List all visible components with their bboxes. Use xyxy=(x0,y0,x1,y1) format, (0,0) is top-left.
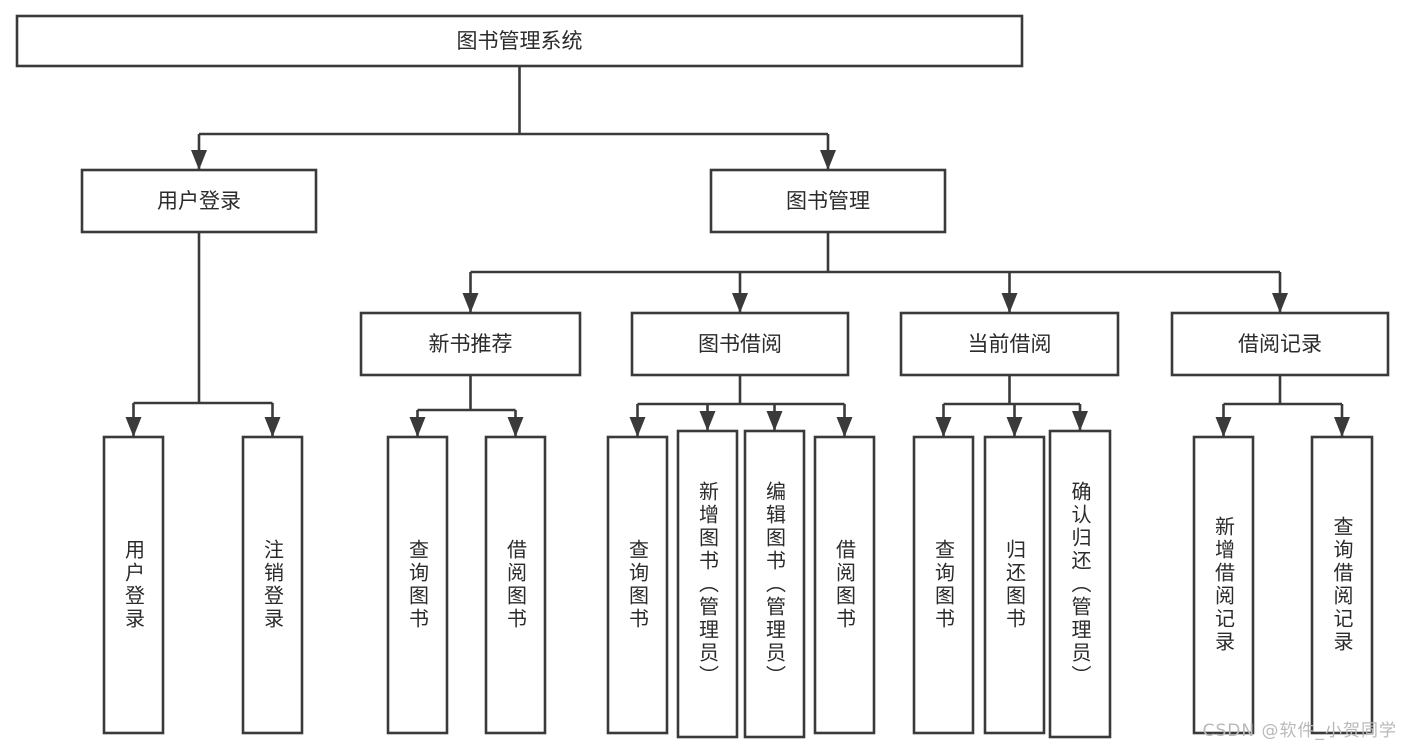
arrow-head-icon xyxy=(1006,417,1023,437)
node-leaf-query-book-1[interactable] xyxy=(386,435,449,735)
node-leaf-confirm-return[interactable] xyxy=(1048,429,1112,739)
node-current-borrow-label: 当前借阅 xyxy=(968,332,1052,356)
arrow-head-icon xyxy=(1072,411,1088,431)
node-leaf-borrow-book-1[interactable] xyxy=(484,435,547,735)
arrow-head-icon xyxy=(264,417,281,437)
node-user-login-label: 用户登录 xyxy=(157,189,241,213)
arrow-head-icon xyxy=(1272,293,1288,313)
arrow-head-icon xyxy=(1001,293,1018,313)
arrow-head-icon xyxy=(462,293,479,313)
node-borrow-record-label: 借阅记录 xyxy=(1238,332,1322,356)
node-new-book-rec[interactable] xyxy=(359,311,582,377)
arrow-head-icon xyxy=(732,293,748,313)
arrow-head-icon xyxy=(1334,417,1350,437)
arrow-head-icon xyxy=(191,150,207,170)
node-leaf-user-login[interactable] xyxy=(102,435,165,735)
arrow-head-icon xyxy=(766,411,783,431)
connector-layer xyxy=(125,66,1350,437)
node-user-login[interactable] xyxy=(80,168,318,234)
node-root[interactable] xyxy=(15,14,1024,68)
node-borrow-record[interactable] xyxy=(1170,311,1390,377)
node-leaf-edit-book[interactable] xyxy=(743,429,806,739)
arrow-head-icon xyxy=(820,150,836,170)
arrow-head-icon xyxy=(125,417,142,437)
arrow-head-icon xyxy=(1215,417,1232,437)
node-leaf-query-record[interactable] xyxy=(1310,435,1374,735)
arrow-head-icon xyxy=(836,417,853,437)
node-leaf-return-book[interactable] xyxy=(983,435,1046,735)
node-leaf-query-book-3[interactable] xyxy=(912,435,975,735)
node-book-manage-label: 图书管理 xyxy=(786,189,870,213)
node-leaf-user-logout[interactable] xyxy=(241,435,304,735)
arrow-head-icon xyxy=(699,411,716,431)
node-book-borrow[interactable] xyxy=(630,311,850,377)
node-current-borrow[interactable] xyxy=(899,311,1120,377)
node-book-borrow-label: 图书借阅 xyxy=(698,332,782,356)
node-leaf-query-book-2[interactable] xyxy=(606,435,669,735)
arrow-head-icon xyxy=(629,417,646,437)
arrow-head-icon xyxy=(935,417,952,437)
node-book-manage[interactable] xyxy=(709,168,947,234)
node-root-label: 图书管理系统 xyxy=(457,29,583,53)
arrow-head-icon xyxy=(409,417,426,437)
arrow-head-icon xyxy=(507,417,524,437)
node-new-book-rec-label: 新书推荐 xyxy=(429,332,513,356)
node-leaf-add-book[interactable] xyxy=(676,429,739,739)
node-leaf-add-record[interactable] xyxy=(1192,435,1255,735)
csdn-watermark: CSDN @软件_小贺同学 xyxy=(1202,721,1397,741)
node-leaf-borrow-book-2[interactable] xyxy=(813,435,876,735)
